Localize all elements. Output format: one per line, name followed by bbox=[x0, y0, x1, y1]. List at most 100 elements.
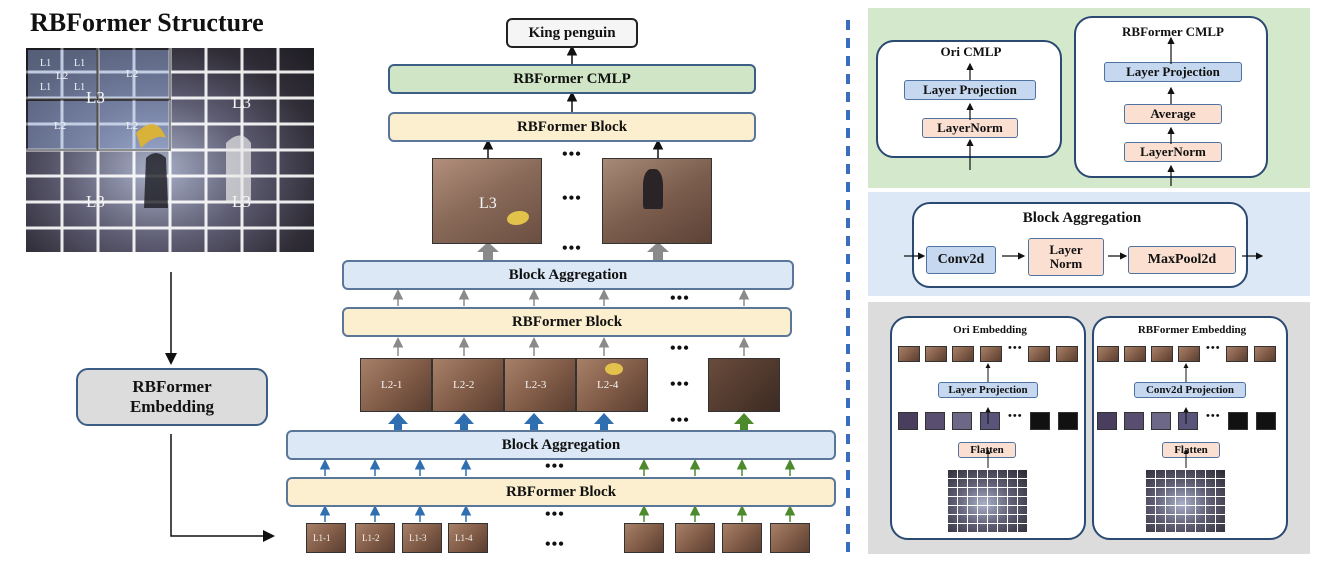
layer-projection-box: Layer Projection bbox=[938, 382, 1038, 398]
token-patch bbox=[898, 346, 920, 362]
block-aggregation-title: Block Aggregation bbox=[1022, 210, 1142, 226]
raw-patch bbox=[952, 412, 972, 430]
ellipsis: ••• bbox=[545, 458, 565, 475]
grid-label-l1: L1 bbox=[74, 58, 86, 69]
raw-patch bbox=[1097, 412, 1117, 430]
l2-patch: L2-4 bbox=[576, 358, 648, 412]
rbformer-block-top: RBFormer Block bbox=[388, 112, 756, 142]
penguin-beak bbox=[507, 211, 529, 225]
l1-patch-label: L1-1 bbox=[313, 533, 331, 543]
penguin-shape bbox=[643, 169, 663, 209]
l1-patch-label: L1-2 bbox=[362, 533, 380, 543]
layer-projection-box: Layer Projection bbox=[1104, 62, 1242, 82]
l1-patch bbox=[770, 523, 810, 553]
rbformer-cmlp-box: RBFormer CMLP bbox=[388, 64, 756, 94]
arrow-to-patches bbox=[170, 434, 275, 542]
ellipsis: ••• bbox=[562, 240, 582, 257]
block-aggregation-top: Block Aggregation bbox=[342, 260, 794, 290]
ellipsis: ••• bbox=[545, 506, 565, 523]
layernorm-box: Layer Norm bbox=[1028, 238, 1104, 276]
flatten-box: Flatten bbox=[1162, 442, 1220, 458]
raw-patch bbox=[1151, 412, 1171, 430]
l1-patch: L1-1 bbox=[306, 523, 346, 553]
rb-cmlp-title: RBFormer CMLP bbox=[1122, 24, 1224, 39]
ellipsis: ••• bbox=[670, 340, 690, 357]
ellipsis: ••• bbox=[562, 146, 582, 163]
ellipsis: ••• bbox=[545, 536, 565, 553]
token-patch bbox=[1097, 346, 1119, 362]
l2-patch-label: L2-2 bbox=[453, 379, 475, 391]
ori-embedding-title: Ori Embedding bbox=[953, 324, 1027, 336]
ellipsis: ••• bbox=[670, 412, 690, 429]
raw-patch bbox=[1058, 412, 1078, 430]
left-arrows bbox=[165, 272, 275, 542]
conv2d-box: Conv2d bbox=[926, 246, 996, 274]
ori-cmlp-title: Ori CMLP bbox=[940, 44, 1002, 59]
grid-label-l3: L3 bbox=[232, 93, 251, 112]
rb-grid-thumbnail bbox=[1146, 470, 1226, 532]
l2-patch-label: L2-1 bbox=[381, 379, 403, 391]
token-patch bbox=[1124, 346, 1146, 362]
l3-patch: L3 bbox=[432, 158, 542, 244]
l3-patch-label: L3 bbox=[479, 195, 497, 212]
l1-patch bbox=[722, 523, 762, 553]
rbformer-block-bottom: RBFormer Block bbox=[286, 477, 836, 507]
divider-line bbox=[846, 20, 850, 560]
block-aggregation-panel: Block Aggregation Conv2d Layer Norm MaxP… bbox=[912, 202, 1248, 288]
raw-patch bbox=[1228, 412, 1248, 430]
ellipsis: ••• bbox=[1008, 410, 1023, 422]
raw-patch bbox=[925, 412, 945, 430]
l3-patch bbox=[602, 158, 712, 244]
l2-patch bbox=[708, 358, 780, 412]
token-patch bbox=[1178, 346, 1200, 362]
ellipsis: ••• bbox=[1206, 342, 1221, 354]
layer-projection-box: Layer Projection bbox=[904, 80, 1036, 100]
embedding-arrows bbox=[985, 363, 1189, 468]
layernorm-box: LayerNorm bbox=[1124, 142, 1222, 162]
l2-patch: L2-1 bbox=[360, 358, 432, 412]
l1-patch: L1-2 bbox=[355, 523, 395, 553]
grid-overlay bbox=[26, 48, 314, 252]
grid-label-l2: L2 bbox=[54, 120, 67, 132]
l1-patch bbox=[624, 523, 664, 553]
l1-patch bbox=[675, 523, 715, 553]
rbformer-block-mid: RBFormer Block bbox=[342, 307, 792, 337]
output-label: King penguin bbox=[506, 18, 638, 48]
raw-patch bbox=[898, 412, 918, 430]
grid-label-l1: L1 bbox=[74, 82, 86, 93]
l1-patch: L1-4 bbox=[448, 523, 488, 553]
center-arrows bbox=[319, 45, 796, 522]
token-patch bbox=[1254, 346, 1276, 362]
l2-patch: L2-2 bbox=[432, 358, 504, 412]
aggregation-arrows bbox=[904, 252, 1264, 260]
token-patch bbox=[925, 346, 947, 362]
grid-label-l3: L3 bbox=[232, 192, 251, 211]
token-patch bbox=[952, 346, 974, 362]
ellipsis: ••• bbox=[670, 290, 690, 307]
raw-patch bbox=[1178, 412, 1198, 430]
l2-patch-label: L2-3 bbox=[525, 379, 547, 391]
grid-label-l3: L3 bbox=[86, 192, 105, 211]
l1-patch-label: L1-3 bbox=[409, 533, 427, 543]
ellipsis: ••• bbox=[1008, 342, 1023, 354]
ellipsis: ••• bbox=[1206, 410, 1221, 422]
raw-patch bbox=[980, 412, 1000, 430]
block-aggregation-bottom: Block Aggregation bbox=[286, 430, 836, 460]
penguin-beak bbox=[605, 363, 623, 375]
rb-embedding-title: RBFormer Embedding bbox=[1137, 324, 1247, 336]
token-patch bbox=[1028, 346, 1050, 362]
conv2d-projection-box: Conv2d Projection bbox=[1134, 382, 1246, 398]
token-patch bbox=[1151, 346, 1173, 362]
grid-label-l2: L2 bbox=[126, 68, 139, 80]
maxpool2d-box: MaxPool2d bbox=[1128, 246, 1236, 274]
rbformer-embedding-box: RBFormer Embedding bbox=[76, 368, 268, 426]
grid-label-l3: L3 bbox=[86, 88, 105, 107]
ori-cmlp-panel: Ori CMLP Layer Projection LayerNorm bbox=[876, 40, 1062, 158]
token-patch bbox=[980, 346, 1002, 362]
structure-image: L1 L1 L2 L1 L1 L2 L3 L3 L2 L2 L3 L3 bbox=[26, 48, 314, 252]
ellipsis: ••• bbox=[670, 376, 690, 393]
raw-patch bbox=[1030, 412, 1050, 430]
token-patch bbox=[1226, 346, 1248, 362]
l1-patch-label: L1-4 bbox=[455, 533, 473, 543]
structure-title: RBFormer Structure bbox=[30, 8, 264, 37]
